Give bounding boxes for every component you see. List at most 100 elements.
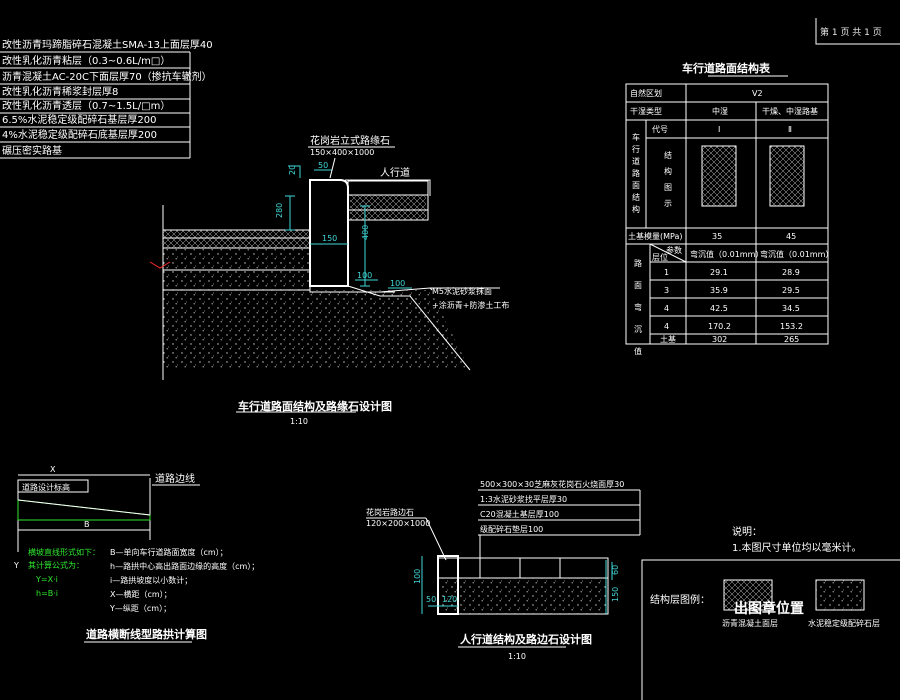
row-vertical-label: 车行道路面结构 xyxy=(632,132,640,214)
legend-label: 结构层图例： xyxy=(650,593,710,606)
pavement-layer-list: 改性沥青玛蹄脂碎石混凝土SMA-13上面层厚40 改性乳化沥青粘层（0.3~0.… xyxy=(0,38,213,159)
crown-slope-diagram: X 道路设计标高 道路边线 B Y 横坡直线形式如下： 其计算公式为： Y=X·… xyxy=(13,465,259,643)
row-code-2: Ⅱ xyxy=(788,125,792,134)
defl-row-2-v1: 35.9 xyxy=(710,286,728,295)
struct-pictogram-2 xyxy=(770,146,804,206)
sw-layer-3: C20混凝土基层厚100 xyxy=(480,509,559,519)
defl-row-4-v2: 153.2 xyxy=(780,322,803,331)
legend-box: 结构层图例： 出图章位置 沥青混凝土面层 水泥稳定级配碎石层 xyxy=(641,559,900,700)
defl-row-3-v1: 42.5 xyxy=(710,304,728,313)
layer-item-2: 改性乳化沥青粘层（0.3~0.6L/m□） xyxy=(2,54,170,67)
stamp-position-label: 出图章位置 xyxy=(734,600,804,617)
layer-item-7: 4%水泥稳定级配碎石底基层厚200 xyxy=(2,128,157,141)
structure-table: 车行道路面结构表 自然区划 Ⅴ2 干湿类型 中湿 干燥、中湿路基 车行道路面结构… xyxy=(625,61,833,356)
sw-curb-label: 花岗岩路边石 xyxy=(366,507,414,517)
row-code-1: Ⅰ xyxy=(718,125,720,134)
defl-row-5-layer: 土基 xyxy=(660,334,676,344)
legend-cement-text: 水泥稳定级配碎石层 xyxy=(808,618,880,628)
defl-row-1-v2: 28.9 xyxy=(782,268,800,277)
page-number-box: 第 1 页 共 1 页 xyxy=(815,18,900,45)
notes-line-1: 1.本图尺寸单位均以毫米计。 xyxy=(732,541,862,554)
defl-row-4-layer: 4 xyxy=(664,322,669,331)
curb-label: 花岗岩立式路缘石 xyxy=(310,134,390,147)
slope-y-label: Y xyxy=(13,561,19,570)
slope-b-label: B xyxy=(84,520,90,529)
defl-head: 参数 xyxy=(666,245,682,255)
defl-col-2: 弯沉值（0.01mm） xyxy=(760,249,833,259)
sidewalk-section-drawing: 500×300×30芝麻灰花岗石火烧面厚30 1:3水泥砂浆找平层厚30 C20… xyxy=(366,479,641,661)
layer-item-6: 6.5%水泥稳定级配碎石基层厚200 xyxy=(2,113,157,126)
sw-curb-size: 120×200×1000 xyxy=(366,519,430,528)
defl-row-1-v1: 29.1 xyxy=(710,268,728,277)
curb-section-title: 车行道路面结构及路缘石设计图 xyxy=(238,399,392,413)
legend-cement-swatch xyxy=(816,580,864,610)
formula-eq-1: Y=X·i xyxy=(35,575,58,584)
sw-dim-120: 120 xyxy=(442,595,457,604)
legend-line-2: h—路拱中心高出路面边缘的高度（cm）； xyxy=(110,561,259,571)
struct-pictogram-1 xyxy=(702,146,736,206)
dim-400: 400 xyxy=(361,225,370,240)
formula-title-2: 其计算公式为： xyxy=(28,560,84,570)
defl-row-5-v2: 265 xyxy=(784,335,799,344)
legend-asphalt-text: 沥青混凝土面层 xyxy=(722,618,778,628)
sw-dim-100: 100 xyxy=(413,569,422,584)
sw-layer-1: 500×300×30芝麻灰花岗石火烧面厚30 xyxy=(480,479,624,489)
curb-size: 150×400×1000 xyxy=(310,148,374,157)
mortar-label: M5水泥砂浆抹面 xyxy=(432,286,492,296)
sw-layer-2: 1:3水泥砂浆找平层厚30 xyxy=(480,494,567,504)
layer-item-8: 碾压密实路基 xyxy=(2,144,62,157)
sw-dim-50: 50 xyxy=(426,595,436,604)
defl-row-2-v2: 29.5 xyxy=(782,286,800,295)
row-zone-label: 自然区划 xyxy=(630,88,662,98)
sidewalk-title: 人行道结构及路边石设计图 xyxy=(460,632,592,646)
legend-asphalt-swatch xyxy=(724,580,772,610)
legend-line-3: i—路拱坡度以小数计； xyxy=(110,575,192,585)
sw-layer-4: 级配碎石垫层100 xyxy=(480,524,543,534)
page-number-text: 第 1 页 共 1 页 xyxy=(820,26,882,38)
slope-center-label: 道路设计标高 xyxy=(22,482,70,492)
dim-150: 150 xyxy=(322,234,337,243)
dim-100a: 100 xyxy=(357,271,372,280)
sw-dim-150: 150 xyxy=(611,587,620,602)
row-defl-vertical: 路面弯沉值 xyxy=(634,258,642,356)
sidewalk-label: 人行道 xyxy=(380,166,410,179)
row-wet-mid: 中湿 xyxy=(712,106,728,116)
row-modulus-1: 35 xyxy=(712,232,722,241)
defl-row-1-layer: 1 xyxy=(664,268,669,277)
formula-title-1: 横坡直线形式如下： xyxy=(28,547,100,557)
notes-title: 说明： xyxy=(732,525,762,538)
waterproof-label: +涂沥青+防渗土工布 xyxy=(432,300,509,310)
defl-row-2-layer: 3 xyxy=(664,286,669,295)
row-code-label: 代号 xyxy=(652,124,668,134)
row-modulus-2: 45 xyxy=(786,232,796,241)
curb-section-drawing: 280 20 50 150 400 100 100 花岗岩立式路缘石 150×4… xyxy=(149,134,509,426)
dim-280: 280 xyxy=(275,203,284,218)
notes-block: 说明： 1.本图尺寸单位均以毫米计。 xyxy=(732,525,862,554)
defl-row-5-v1: 302 xyxy=(712,335,727,344)
slope-x-label: X xyxy=(50,465,56,474)
legend-line-1: B—单向车行道路面宽度（cm）； xyxy=(110,547,228,557)
slope-edge-label: 道路边线 xyxy=(155,472,195,485)
row-zone-value: Ⅴ2 xyxy=(752,89,763,98)
layer-item-4: 改性乳化沥青稀浆封层厚8 xyxy=(2,85,118,98)
sidewalk-scale: 1:10 xyxy=(508,652,526,661)
layer-item-1: 改性沥青玛蹄脂碎石混凝土SMA-13上面层厚40 xyxy=(2,38,213,51)
slope-diagram-title: 道路横断线型路拱计算图 xyxy=(86,627,207,641)
layer-item-3: 沥青混凝土AC-20C下面层厚70（掺抗车辙剂） xyxy=(2,70,212,83)
legend-line-5: Y—纵距（cm）； xyxy=(109,604,171,613)
layer-head: 层位 xyxy=(652,252,668,262)
curb-section-scale: 1:10 xyxy=(290,417,308,426)
defl-row-4-v1: 170.2 xyxy=(708,322,731,331)
table-title: 车行道路面结构表 xyxy=(682,61,771,75)
row-wet-label: 干湿类型 xyxy=(630,106,662,116)
legend-line-4: X—横距（cm）； xyxy=(110,589,172,599)
row-struct-label: 结构图示 xyxy=(664,150,672,208)
row-wet-dry: 干燥、中湿路基 xyxy=(762,106,818,116)
row-modulus-label: 土基模量(MPa) xyxy=(628,231,683,241)
defl-row-3-v2: 34.5 xyxy=(782,304,800,313)
dim-20: 50 xyxy=(318,161,328,170)
defl-row-3-layer: 4 xyxy=(664,304,669,313)
dim-100b: 100 xyxy=(390,279,405,288)
layer-item-5: 改性乳化沥青透层（0.7~1.5L/□m） xyxy=(2,99,170,112)
